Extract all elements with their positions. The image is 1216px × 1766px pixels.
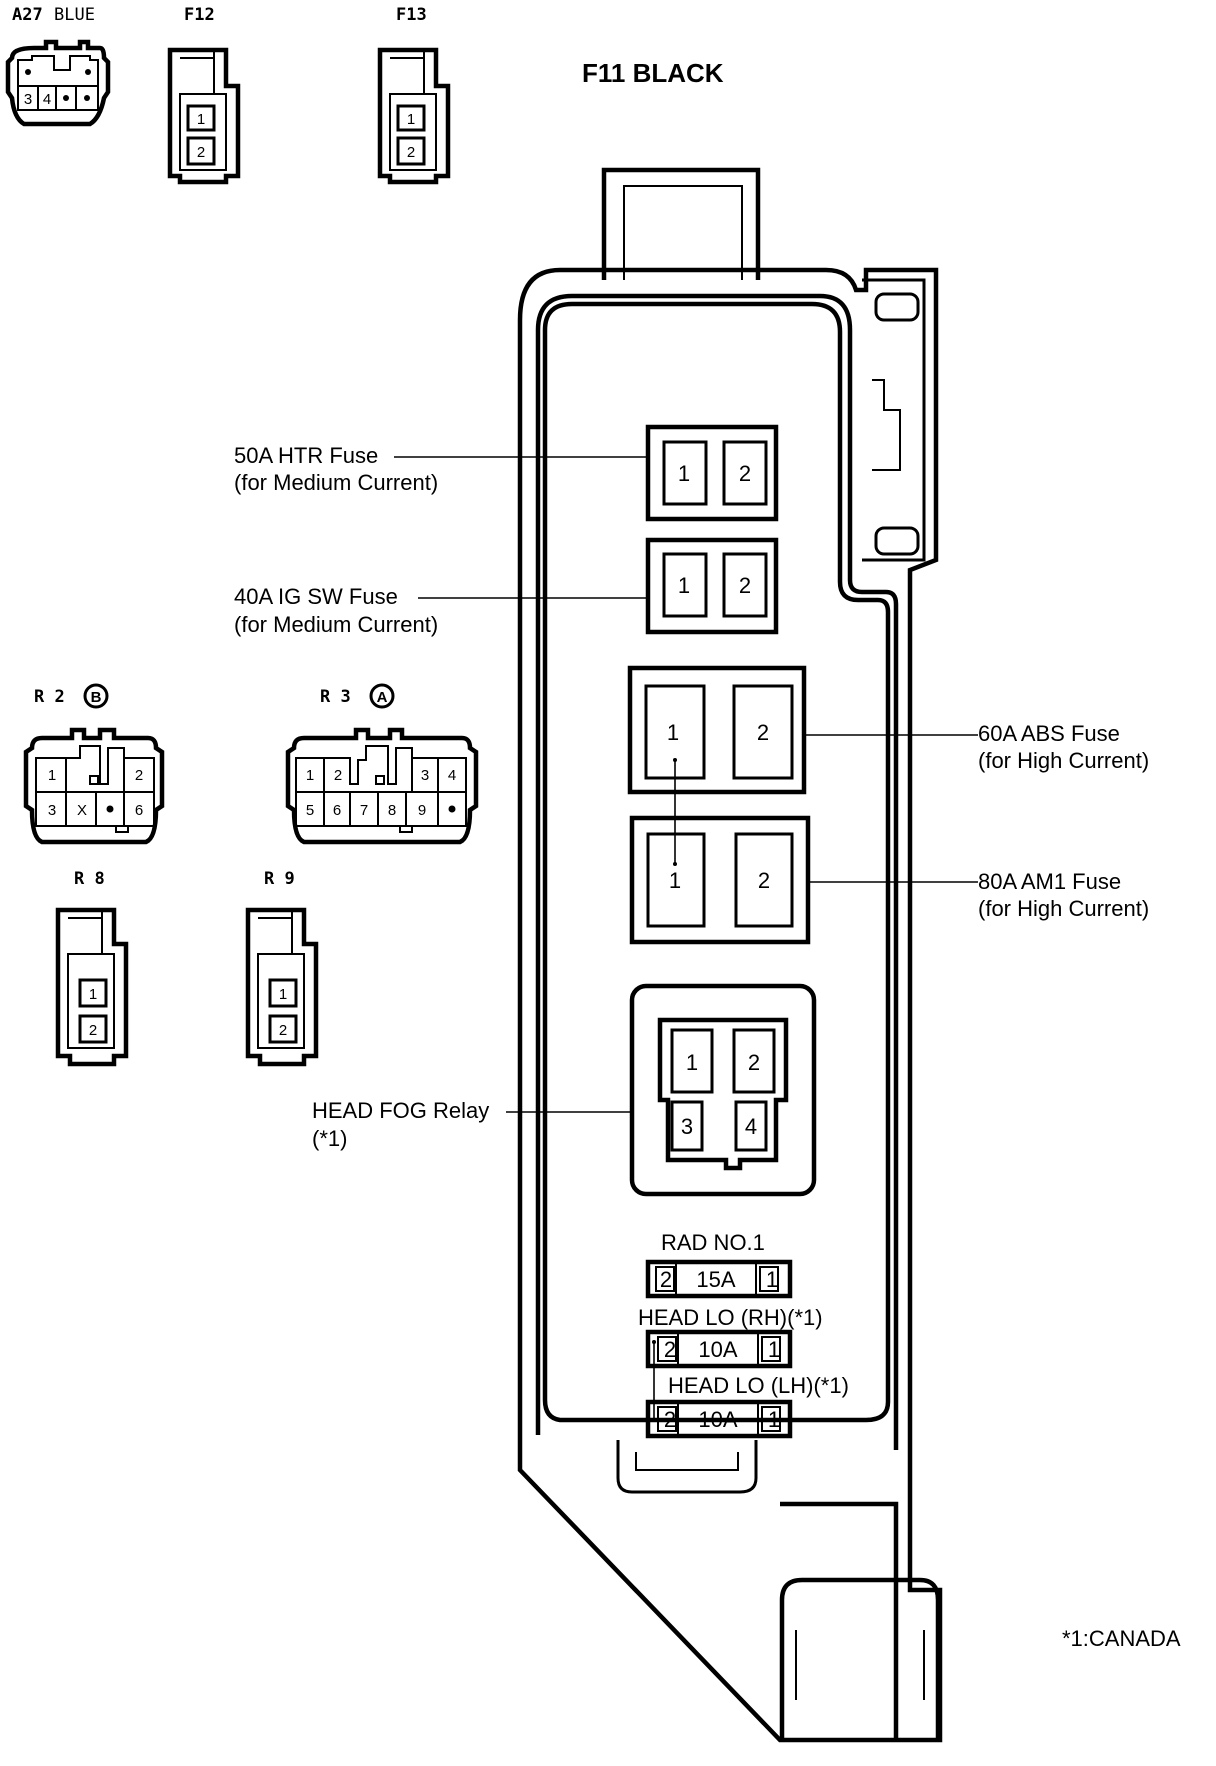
- connector-f13-code: F13: [396, 5, 427, 25]
- connector-r3-code: R 3: [320, 687, 351, 707]
- pin-relay-2: 2: [748, 1050, 760, 1075]
- mini-fuse-rad-no1: RAD NO.1 2 15A 1: [645, 1230, 793, 1299]
- pin-abs-2: 2: [757, 720, 769, 745]
- footnote-canada: *1:CANADA: [1062, 1626, 1181, 1651]
- fuse-40a-ig-sw: 1 2: [645, 537, 779, 635]
- pin-f13-2: 2: [407, 144, 415, 161]
- pin-r2-3: 3: [48, 802, 56, 819]
- pin-abs-1: 1: [667, 720, 679, 745]
- label-rad-no1: RAD NO.1: [661, 1230, 765, 1255]
- pin-r3-3: 3: [421, 767, 429, 784]
- pin-r3-9: 9: [418, 802, 426, 819]
- label-head-fog-relay: HEAD FOG Relay: [312, 1098, 489, 1123]
- pin-lh-left: 2: [664, 1407, 676, 1432]
- rating-rad: 15A: [696, 1267, 735, 1292]
- fuse-80a-am1: 1 2: [629, 815, 811, 945]
- connector-f12-code: F12: [184, 5, 215, 25]
- pin-r3-6: 6: [333, 802, 341, 819]
- pin-igsw-2: 2: [739, 573, 751, 598]
- connector-a27-code: A27: [12, 5, 43, 25]
- pin-r2-2: 2: [135, 767, 143, 784]
- pin-am1-1: 1: [669, 868, 681, 893]
- pin-r3-2: 2: [334, 767, 342, 784]
- pin-r3-5: 5: [306, 802, 314, 819]
- pin-f13-1: 1: [407, 111, 415, 128]
- label-50a-htr-note: (for Medium Current): [234, 470, 438, 495]
- label-40a-ig-sw-note: (for Medium Current): [234, 612, 438, 637]
- connector-f13: F13 1 2: [377, 5, 451, 185]
- pin-r2-x: X: [77, 802, 87, 819]
- rating-lh: 10A: [698, 1407, 737, 1432]
- connector-r2: R 2 B 1 2 3 X 6: [23, 683, 165, 845]
- label-60a-abs-note: (for High Current): [978, 748, 1149, 773]
- connector-a27-color: BLUE: [54, 5, 95, 25]
- pin-rh-left: 2: [664, 1337, 676, 1362]
- pin-r3-4: 4: [448, 767, 456, 784]
- pin-relay-1: 1: [686, 1050, 698, 1075]
- mini-fuse-head-lo-lh: HEAD LO (LH)(*1) 2 10A 1: [645, 1373, 849, 1439]
- connector-r9: R 9 1 2: [245, 869, 319, 1067]
- pin-r2-6: 6: [135, 802, 143, 819]
- pin-r3-1: 1: [306, 767, 314, 784]
- pin-f12-1: 1: [197, 111, 205, 128]
- connector-r2-mark: B: [91, 689, 102, 706]
- pin-a27-4: 4: [43, 91, 51, 108]
- label-60a-abs-fuse: 60A ABS Fuse: [978, 721, 1120, 746]
- label-40a-ig-sw-fuse: 40A IG SW Fuse: [234, 584, 398, 609]
- label-head-lo-rh: HEAD LO (RH)(*1): [638, 1305, 823, 1330]
- pin-am1-2: 2: [758, 868, 770, 893]
- pin-r8-1: 1: [89, 986, 97, 1003]
- pin-r8-2: 2: [89, 1022, 97, 1039]
- connector-r8-code: R 8: [74, 869, 105, 889]
- label-80a-am1-fuse: 80A AM1 Fuse: [978, 869, 1121, 894]
- fuse-60a-abs: 1 2: [627, 665, 807, 795]
- connector-r3: R 3 A 1 2 3 4 5 6 7 8 9: [285, 683, 479, 845]
- pin-r9-1: 1: [279, 986, 287, 1003]
- mini-fuse-head-lo-rh: HEAD LO (RH)(*1) 2 10A 1: [638, 1305, 823, 1369]
- connector-r9-code: R 9: [264, 869, 295, 889]
- fuse-box-title: F11 BLACK: [582, 58, 724, 88]
- connector-r2-code: R 2: [34, 687, 65, 707]
- pin-rad-right: 1: [766, 1267, 778, 1292]
- pin-relay-4: 4: [745, 1114, 757, 1139]
- pin-igsw-1: 1: [678, 573, 690, 598]
- pin-htr-2: 2: [739, 461, 751, 486]
- label-head-lo-lh: HEAD LO (LH)(*1): [668, 1373, 849, 1398]
- rating-rh: 10A: [698, 1337, 737, 1362]
- connector-f12: F12 1 2: [167, 5, 241, 185]
- connector-r3-mark: A: [377, 689, 388, 706]
- pin-rad-left: 2: [660, 1267, 672, 1292]
- pin-r9-2: 2: [279, 1022, 287, 1039]
- pin-relay-3: 3: [681, 1114, 693, 1139]
- pin-lh-right: 1: [768, 1407, 780, 1432]
- pin-r2-1: 1: [48, 767, 56, 784]
- pin-r3-8: 8: [388, 802, 396, 819]
- pin-a27-3: 3: [24, 91, 32, 108]
- fuse-50a-htr: 1 2: [645, 424, 779, 522]
- pin-htr-1: 1: [678, 461, 690, 486]
- label-head-fog-note: (*1): [312, 1126, 347, 1151]
- label-50a-htr-fuse: 50A HTR Fuse: [234, 443, 378, 468]
- pin-r3-7: 7: [360, 802, 368, 819]
- pin-rh-right: 1: [768, 1337, 780, 1362]
- connector-a27: A27 BLUE 3 4: [5, 5, 111, 127]
- pin-f12-2: 2: [197, 144, 205, 161]
- relay-head-fog: 1 2 3 4: [629, 983, 817, 1197]
- fuse-box-housing: F11 BLACK: [517, 58, 943, 1743]
- connector-r8: R 8 1 2: [55, 869, 129, 1067]
- label-80a-am1-note: (for High Current): [978, 896, 1149, 921]
